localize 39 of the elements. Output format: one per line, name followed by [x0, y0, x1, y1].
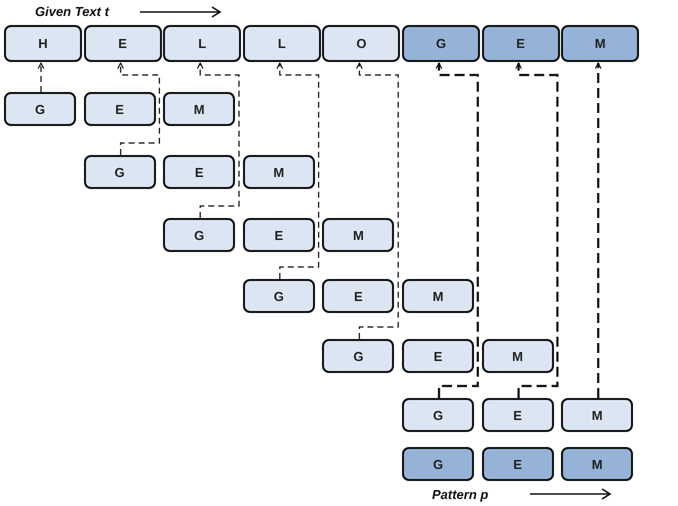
pattern-character-box: E [322, 279, 394, 313]
arrow [38, 62, 44, 92]
text-character-box: M [561, 25, 640, 62]
arrow [515, 62, 558, 398]
pattern-character-box: M [322, 218, 394, 252]
text-character-box: E [84, 25, 162, 62]
pattern-character-box: G [84, 155, 156, 189]
pattern-character-box: E [84, 92, 156, 126]
pattern-character-box: G [322, 339, 394, 373]
axis-label: Pattern p [432, 487, 488, 502]
arrow [436, 62, 479, 398]
arrow [594, 62, 602, 398]
arrow [117, 62, 160, 155]
pattern-character-box: G [402, 398, 474, 432]
pattern-character-box: M [163, 92, 236, 126]
pattern-character-box: M [402, 279, 474, 313]
pattern-character-box: E [482, 398, 554, 432]
pattern-character-box: M [561, 398, 634, 432]
text-character-box: L [242, 25, 321, 62]
text-character-box: H [4, 25, 82, 62]
text-character-box: G [402, 25, 480, 62]
arrow [276, 62, 320, 279]
arrow [196, 62, 240, 218]
pattern-character-box: E [242, 218, 315, 252]
pattern-character-box: E [402, 339, 474, 373]
pattern-character-box: G [242, 279, 315, 313]
pattern-character-box: G [4, 92, 76, 126]
text-character-box: L [163, 25, 242, 62]
pattern-character-box: M [242, 155, 315, 189]
pattern-character-box: M [482, 339, 554, 373]
text-character-box: O [322, 25, 400, 62]
pattern-character-box: E [482, 447, 554, 481]
text-character-box: E [482, 25, 560, 62]
pattern-character-box: M [561, 447, 634, 481]
axis-label: Given Text t [35, 4, 109, 19]
pattern-character-box: G [402, 447, 474, 481]
pattern-character-box: E [163, 155, 236, 189]
arrow [356, 62, 399, 339]
pattern-character-box: G [163, 218, 236, 252]
